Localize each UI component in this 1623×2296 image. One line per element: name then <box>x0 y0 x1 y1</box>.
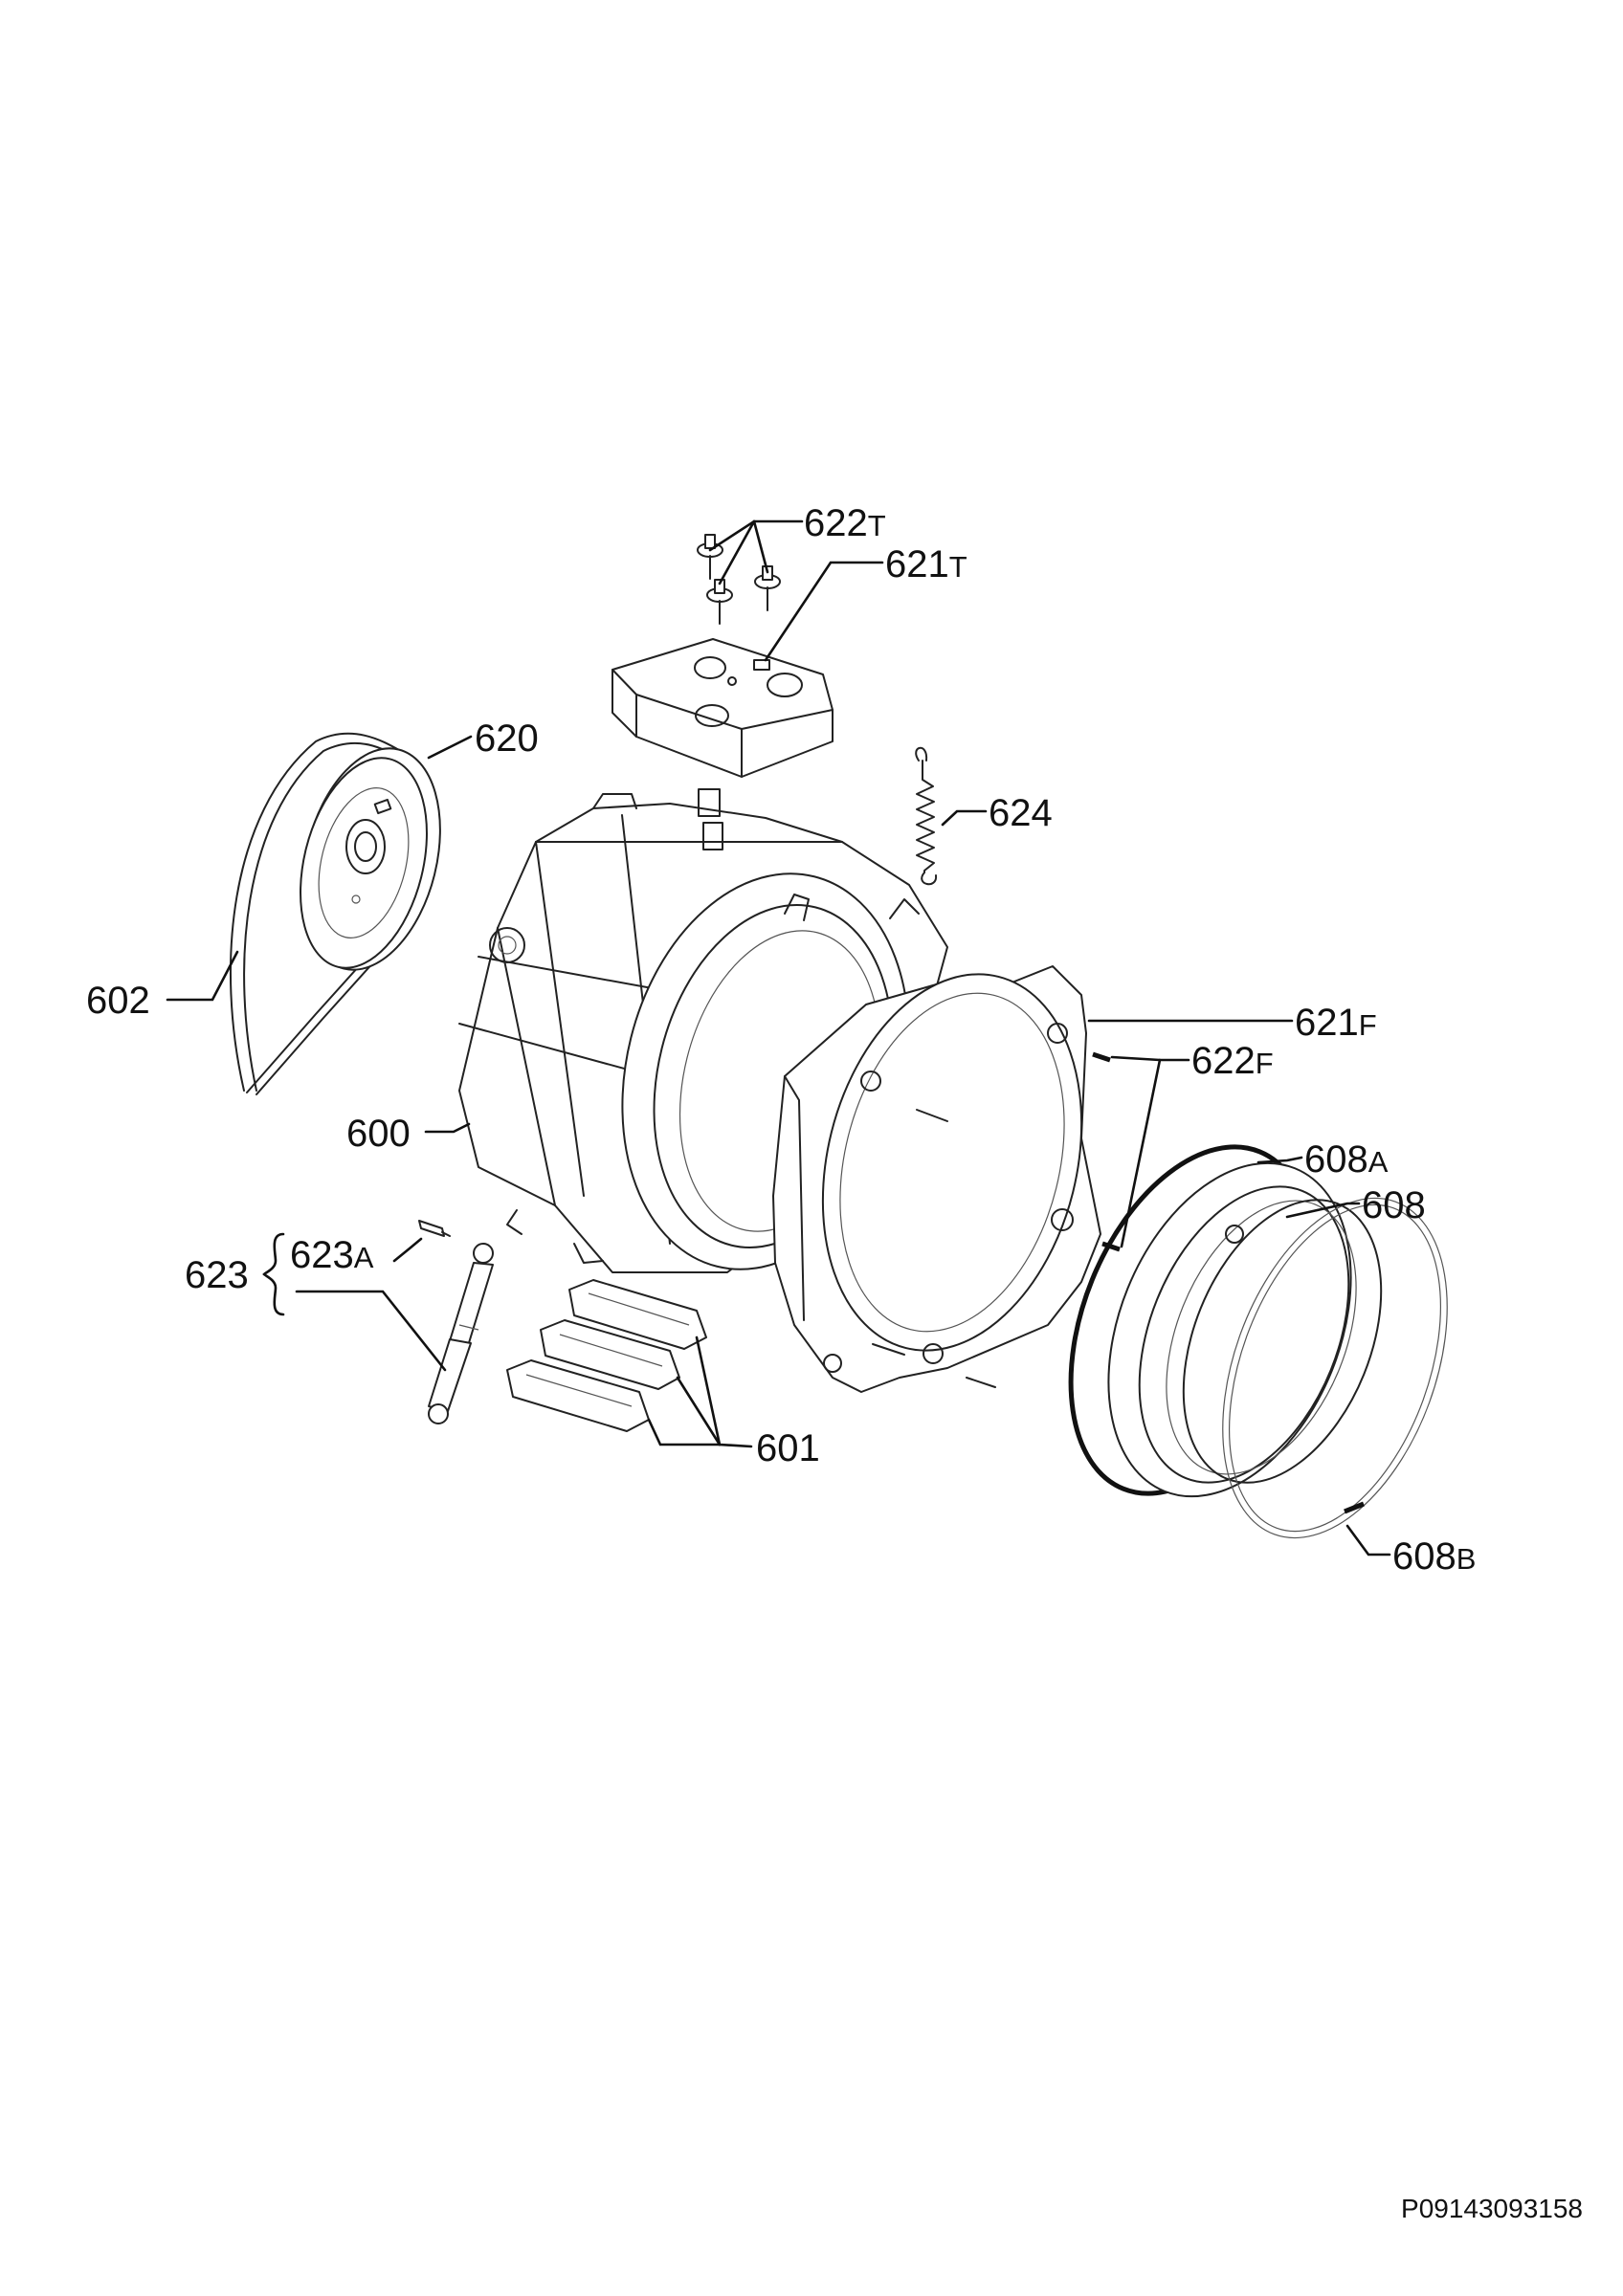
pin-623A <box>418 1220 451 1237</box>
spring-624 <box>915 746 938 886</box>
callout-labels: 622T 621T 620 624 602 621F 622F 600 608A… <box>86 502 1476 1578</box>
callout-602: 602 <box>86 980 150 1022</box>
callout-621F: 621F <box>1295 1002 1377 1044</box>
callout-623A: 623A <box>290 1234 374 1276</box>
bolts-front <box>872 1051 1121 1388</box>
callout-623: 623 <box>185 1254 249 1296</box>
callout-622T: 622T <box>804 502 886 544</box>
callout-622F: 622F <box>1191 1040 1274 1082</box>
callout-601: 601 <box>756 1427 820 1469</box>
callout-608: 608 <box>1362 1184 1426 1226</box>
clamp-ring-608B <box>1222 1197 1448 1539</box>
pulley-620 <box>300 747 441 971</box>
shock-absorber-623 <box>428 1243 494 1424</box>
callout-600: 600 <box>346 1113 411 1155</box>
callout-621T: 621T <box>885 543 967 585</box>
callout-624: 624 <box>989 792 1053 834</box>
callout-608B: 608B <box>1392 1535 1476 1578</box>
callout-620: 620 <box>475 718 539 760</box>
drum-paddles-601 <box>506 1279 707 1432</box>
leader-lines <box>166 519 1391 1556</box>
callout-608A: 608A <box>1304 1138 1389 1181</box>
top-counterweight-621T <box>611 638 834 778</box>
front-counterweight-621F <box>772 965 1101 1393</box>
document-code: P09143093158 <box>1401 2194 1583 2223</box>
